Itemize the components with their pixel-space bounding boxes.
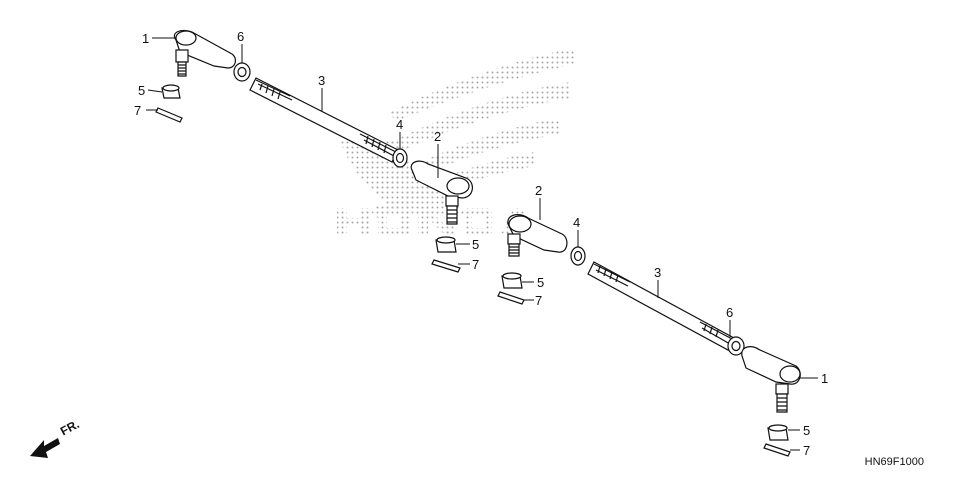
lock-nut-6-left (233, 62, 251, 82)
callout-1-right: 1 (821, 371, 829, 386)
tie-rod-assembly-left (155, 29, 473, 273)
callout-7-center: 7 (472, 257, 480, 272)
cotter-pin-7-left (155, 107, 183, 123)
callout-5-right-lower: 5 (803, 423, 811, 438)
tie-rod-3-right (587, 261, 735, 351)
callout-4-left: 4 (396, 117, 404, 132)
callout-6-left: 6 (237, 29, 245, 44)
callout-6-right: 6 (726, 305, 734, 320)
tie-rod-end-2-right (507, 214, 568, 257)
callout-4-right: 4 (573, 215, 581, 230)
cotter-pin-7-center (431, 259, 461, 273)
castle-nut-5-center (435, 236, 457, 253)
tie-rod-end-1-left (173, 29, 237, 77)
cotter-pin-7-right-upper (497, 291, 525, 305)
callout-2-left: 2 (434, 129, 442, 144)
cotter-pin-7-right-lower (763, 443, 791, 457)
callout-1-left: 1 (142, 31, 150, 46)
castle-nut-5-right-lower (767, 424, 789, 441)
tie-rod-3-left (249, 77, 399, 163)
callout-3-right: 3 (654, 265, 662, 280)
diagram-code: HN69F1000 (864, 456, 924, 468)
callout-5-left: 5 (138, 83, 146, 98)
callout-2-right: 2 (535, 183, 543, 198)
tie-rod-assembly-right (497, 214, 801, 457)
callout-7-right-upper: 7 (535, 293, 543, 308)
callout-3-left: 3 (318, 73, 326, 88)
lock-nut-4-right (570, 246, 586, 266)
castle-nut-5-left (161, 84, 181, 99)
callout-7-right-lower: 7 (803, 443, 811, 458)
leader-lines (146, 37, 818, 451)
front-direction-arrow-icon (30, 438, 60, 458)
tie-rod-end-2-left (410, 160, 473, 225)
lock-nut-4-left (392, 148, 408, 168)
castle-nut-5-right-upper (501, 272, 523, 289)
lock-nut-6-right (727, 336, 745, 356)
callout-5-right-upper: 5 (537, 275, 545, 290)
callout-7-left: 7 (134, 103, 142, 118)
callout-5-center: 5 (472, 237, 480, 252)
tie-rod-end-1-right (741, 346, 801, 413)
